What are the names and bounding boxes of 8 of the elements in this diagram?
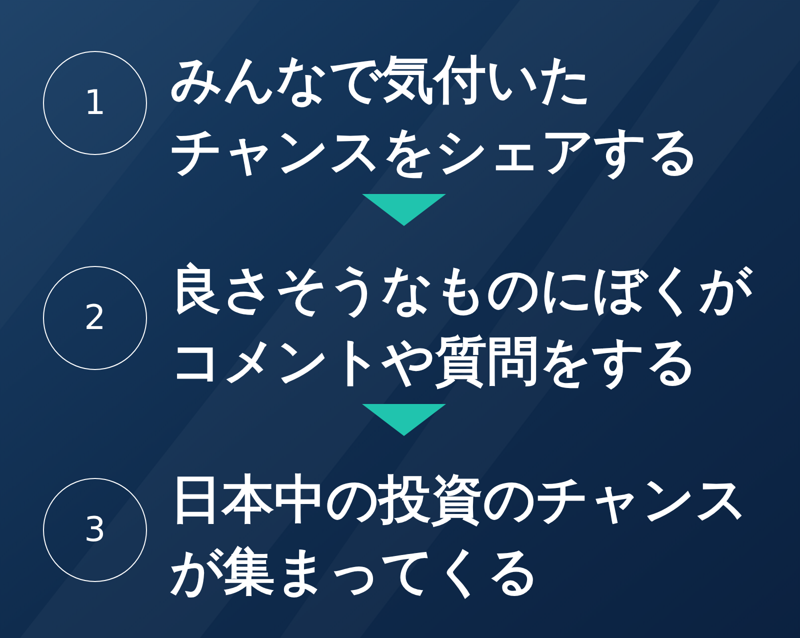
number-circle: 2 bbox=[43, 266, 147, 370]
step-text: みんなで気付いたチャンスをシェアする bbox=[170, 44, 700, 188]
down-arrow bbox=[362, 194, 446, 226]
down-arrow bbox=[362, 404, 446, 436]
number-circle: 1 bbox=[43, 51, 147, 155]
step-text: 良さそうなものにぼくがコメントや質問をする bbox=[170, 254, 752, 398]
step-text: 日本中の投資のチャンスが集まってくる bbox=[170, 464, 748, 608]
number-circle: 3 bbox=[43, 478, 147, 582]
